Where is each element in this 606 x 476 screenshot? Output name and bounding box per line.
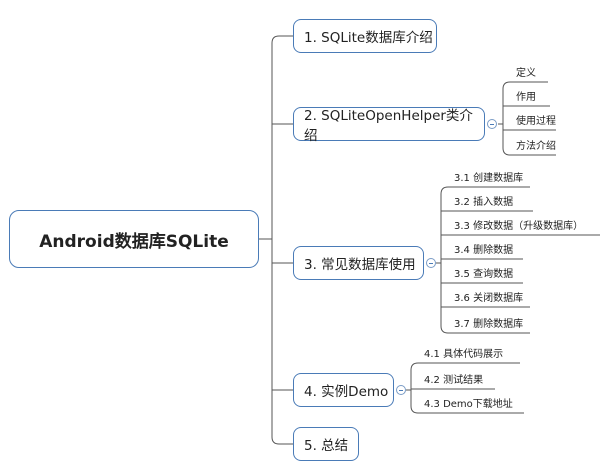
subtopic-close-db[interactable]: 3.6 关闭数据库 (454, 293, 524, 304)
subtopic-code-display[interactable]: 4.1 具体代码展示 (424, 349, 504, 360)
subtopic-usage-process[interactable]: 使用过程 (516, 116, 556, 127)
subtopic-insert-data[interactable]: 3.2 插入数据 (454, 197, 514, 208)
topic-label: 4. 实例Demo (304, 384, 389, 400)
root-topic-label: Android数据库SQLite (39, 231, 229, 252)
topic-demo[interactable]: 4. 实例Demo (293, 373, 394, 407)
topic-label: 5. 总结 (304, 438, 349, 454)
topic-sqliteopenhelper[interactable]: 2. SQLiteOpenHelper类介绍 (293, 107, 485, 144)
topic-label: 3. 常见数据库使用 (304, 257, 416, 273)
topic-label: 2. SQLiteOpenHelper类介绍 (304, 108, 473, 144)
topic-summary[interactable]: 5. 总结 (293, 427, 359, 461)
topic-sqlite-intro[interactable]: 1. SQLite数据库介绍 (293, 19, 437, 53)
collapse-toggle-icon[interactable] (487, 119, 497, 129)
subtopic-definition[interactable]: 定义 (516, 68, 536, 79)
subtopic-test-results[interactable]: 4.2 测试结果 (424, 375, 484, 386)
subtopic-demo-download[interactable]: 4.3 Demo下载地址 (424, 399, 513, 410)
subtopic-update-data[interactable]: 3.3 修改数据（升级数据库） (454, 221, 584, 232)
subtopic-purpose[interactable]: 作用 (516, 92, 536, 103)
subtopic-method-intro[interactable]: 方法介绍 (516, 141, 556, 152)
root-topic[interactable]: Android数据库SQLite (9, 210, 259, 268)
collapse-toggle-icon[interactable] (396, 385, 406, 395)
subtopic-create-db[interactable]: 3.1 创建数据库 (454, 173, 524, 184)
topic-label: 1. SQLite数据库介绍 (304, 30, 433, 46)
subtopic-query-data[interactable]: 3.5 查询数据 (454, 269, 514, 280)
subtopic-delete-db[interactable]: 3.7 删除数据库 (454, 319, 524, 330)
subtopic-delete-data[interactable]: 3.4 删除数据 (454, 245, 514, 256)
collapse-toggle-icon[interactable] (426, 258, 436, 268)
topic-common-db-usage[interactable]: 3. 常见数据库使用 (293, 246, 424, 280)
